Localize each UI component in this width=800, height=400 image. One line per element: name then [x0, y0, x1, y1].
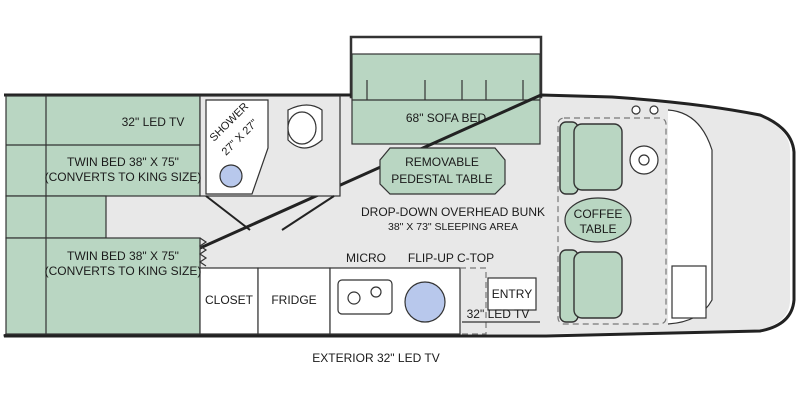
- twin-bed-top-ext: [5, 195, 107, 239]
- twin-bed-top: [5, 95, 201, 197]
- entry-step: [487, 277, 537, 311]
- entry-label: ENTRY: [492, 287, 532, 301]
- sofa-bed-label: 68" SOFA BED: [406, 111, 487, 125]
- cooktop: [404, 281, 446, 323]
- pedestal-table-sublabel: PEDESTAL TABLE: [391, 172, 493, 186]
- entry-tv-label: 32" LED TV: [467, 307, 530, 321]
- fridge-label: FRIDGE: [271, 293, 316, 307]
- bath-door-right: [281, 195, 335, 231]
- cab-cabinet: [671, 265, 707, 319]
- micro-label: MICRO: [346, 251, 386, 265]
- coffee-table: [564, 197, 632, 243]
- bath-door-left: [205, 195, 251, 231]
- overhead-bunk-sublabel: 38" X 73" SLEEPING AREA: [388, 221, 518, 233]
- driver-seat: [573, 123, 623, 191]
- twin-bed-top-label: TWIN BED 38" X 75": [67, 155, 179, 169]
- closet: [199, 267, 259, 335]
- shower-drain: [219, 164, 243, 188]
- flip-up-ctop-outline: [460, 267, 487, 335]
- pedestal-table-label: REMOVABLE: [405, 155, 479, 169]
- twin-bed-bottom-label: TWIN BED 38" X 75": [67, 249, 179, 263]
- passenger-seat: [573, 251, 623, 319]
- sink: [337, 279, 393, 315]
- overhead-bunk-label: DROP-DOWN OVERHEAD BUNK: [361, 205, 545, 219]
- closet-label: CLOSET: [205, 293, 254, 307]
- exterior-wall: [3, 93, 796, 338]
- twin-bed-bottom: [5, 237, 201, 335]
- sink-basin-left: [347, 291, 361, 305]
- steering-wheel-hub: [638, 154, 650, 166]
- mirror-icon-2: [649, 105, 659, 115]
- bedroom-tv-label: 32" LED TV: [122, 115, 185, 129]
- exterior-tv-label: EXTERIOR 32" LED TV: [312, 351, 439, 365]
- sofa-pulls: [366, 80, 524, 100]
- fridge: [257, 267, 331, 335]
- coffee-table-sublabel: TABLE: [579, 222, 616, 236]
- mirror-icon: [631, 105, 641, 115]
- coffee-table-label: COFFEE: [574, 207, 623, 221]
- sink-basin-right: [370, 286, 382, 298]
- bed-step-zigzag: [198, 237, 208, 267]
- flip-up-ctop-label: FLIP-UP C-TOP: [408, 251, 494, 265]
- pedestal-table: [379, 147, 506, 195]
- toilet-seat: [287, 111, 317, 145]
- sofa-bed: [351, 53, 541, 145]
- cab-swivel-zone: [557, 117, 667, 325]
- twin-bed-top-sublabel: (CONVERTS TO KING SIZE): [45, 170, 202, 184]
- twin-bed-bottom-sublabel: (CONVERTS TO KING SIZE): [45, 264, 202, 278]
